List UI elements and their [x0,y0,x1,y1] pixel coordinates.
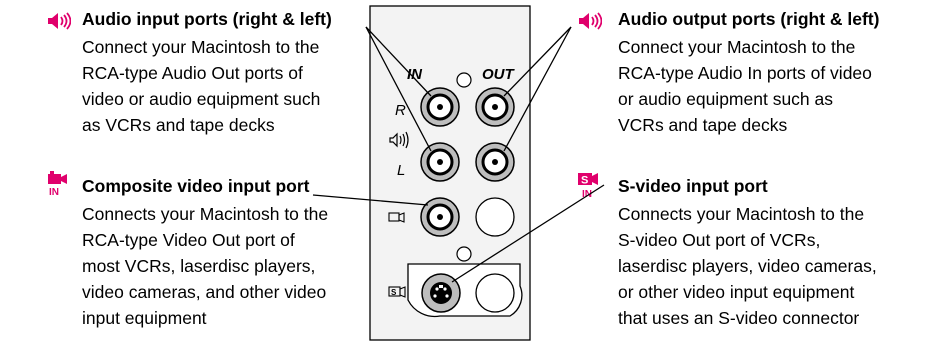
composite-video-line: Connects your Macintosh to the [82,204,329,224]
svideo-line: that uses an S-video connector [618,308,860,328]
svideo-jack [421,273,461,313]
callout-audio-in-right [365,26,432,97]
out-label: OUT [482,66,516,83]
audio-output-heading: Audio output ports (right & left) [618,9,880,29]
speaker-icon [579,12,602,30]
audio-input-line: Connect your Macintosh to the [82,37,320,57]
composite-video-description: Connects your Macintosh to the RCA-type … [82,201,328,331]
composite-video-heading: Composite video input port [82,176,310,196]
audio-input-line: as VCRs and tape decks [82,115,275,135]
svideo-line: Connects your Macintosh to the [618,204,865,224]
panel-speaker-icon [389,131,409,149]
audio-input-description: Connect your Macintosh to the RCA-type A… [82,34,320,138]
panel-video-icon [388,212,405,223]
left-channel-label: L [397,162,405,179]
blank-port [475,197,515,237]
audio-output-line: VCRs and tape decks [618,115,788,135]
composite-video-line: input equipment [82,308,207,328]
svideo-line: or other video input equipment [618,282,855,302]
audio-output-line: RCA-type Audio In ports of video [618,63,872,83]
composite-video-line: RCA-type Video Out port of [82,230,295,250]
video-camera-in-icon: IN [48,171,67,198]
audio-output-line: or audio equipment such as [618,89,833,109]
callout-audio-out-right [503,26,572,97]
video-in-tag: IN [49,187,59,198]
audio-output-description: Connect your Macintosh to the RCA-type A… [618,34,872,138]
audio-input-line: video or audio equipment such [82,89,321,109]
panel-hole-lower [456,246,472,262]
audio-in-left-jack [420,142,460,182]
right-channel-label: R [395,102,406,119]
svideo-line: laserdisc players, video cameras, [618,256,877,276]
in-label: IN [407,66,423,83]
svideo-in-icon: S IN [578,173,598,200]
audio-input-heading: Audio input ports (right & left) [82,9,332,29]
audio-input-line: RCA-type Audio Out ports of [82,63,303,83]
svg-text:S: S [581,175,588,187]
composite-video-jack [420,197,460,237]
composite-video-line: video cameras, and other video [82,282,327,302]
speaker-icon [48,12,71,30]
audio-out-right-jack [475,87,515,127]
callout-audio-in-left [365,26,432,152]
svideo-description: Connects your Macintosh to the S-video O… [618,201,877,331]
svideo-heading: S-video input port [618,176,768,196]
audio-in-right-jack [420,87,460,127]
panel-hole [456,72,472,88]
svg-text:S: S [391,288,397,297]
callout-composite-video [312,194,429,206]
panel-svideo-icon: S [388,286,406,298]
composite-video-line: most VCRs, laserdisc players, [82,256,316,276]
svideo-in-tag: IN [582,189,592,200]
audio-output-line: Connect your Macintosh to the [618,37,856,57]
svideo-blank-port [475,273,515,313]
audio-out-left-jack [475,142,515,182]
callout-audio-out-left [503,26,572,152]
svideo-line: S-video Out port of VCRs, [618,230,821,250]
callout-svideo [451,184,605,283]
